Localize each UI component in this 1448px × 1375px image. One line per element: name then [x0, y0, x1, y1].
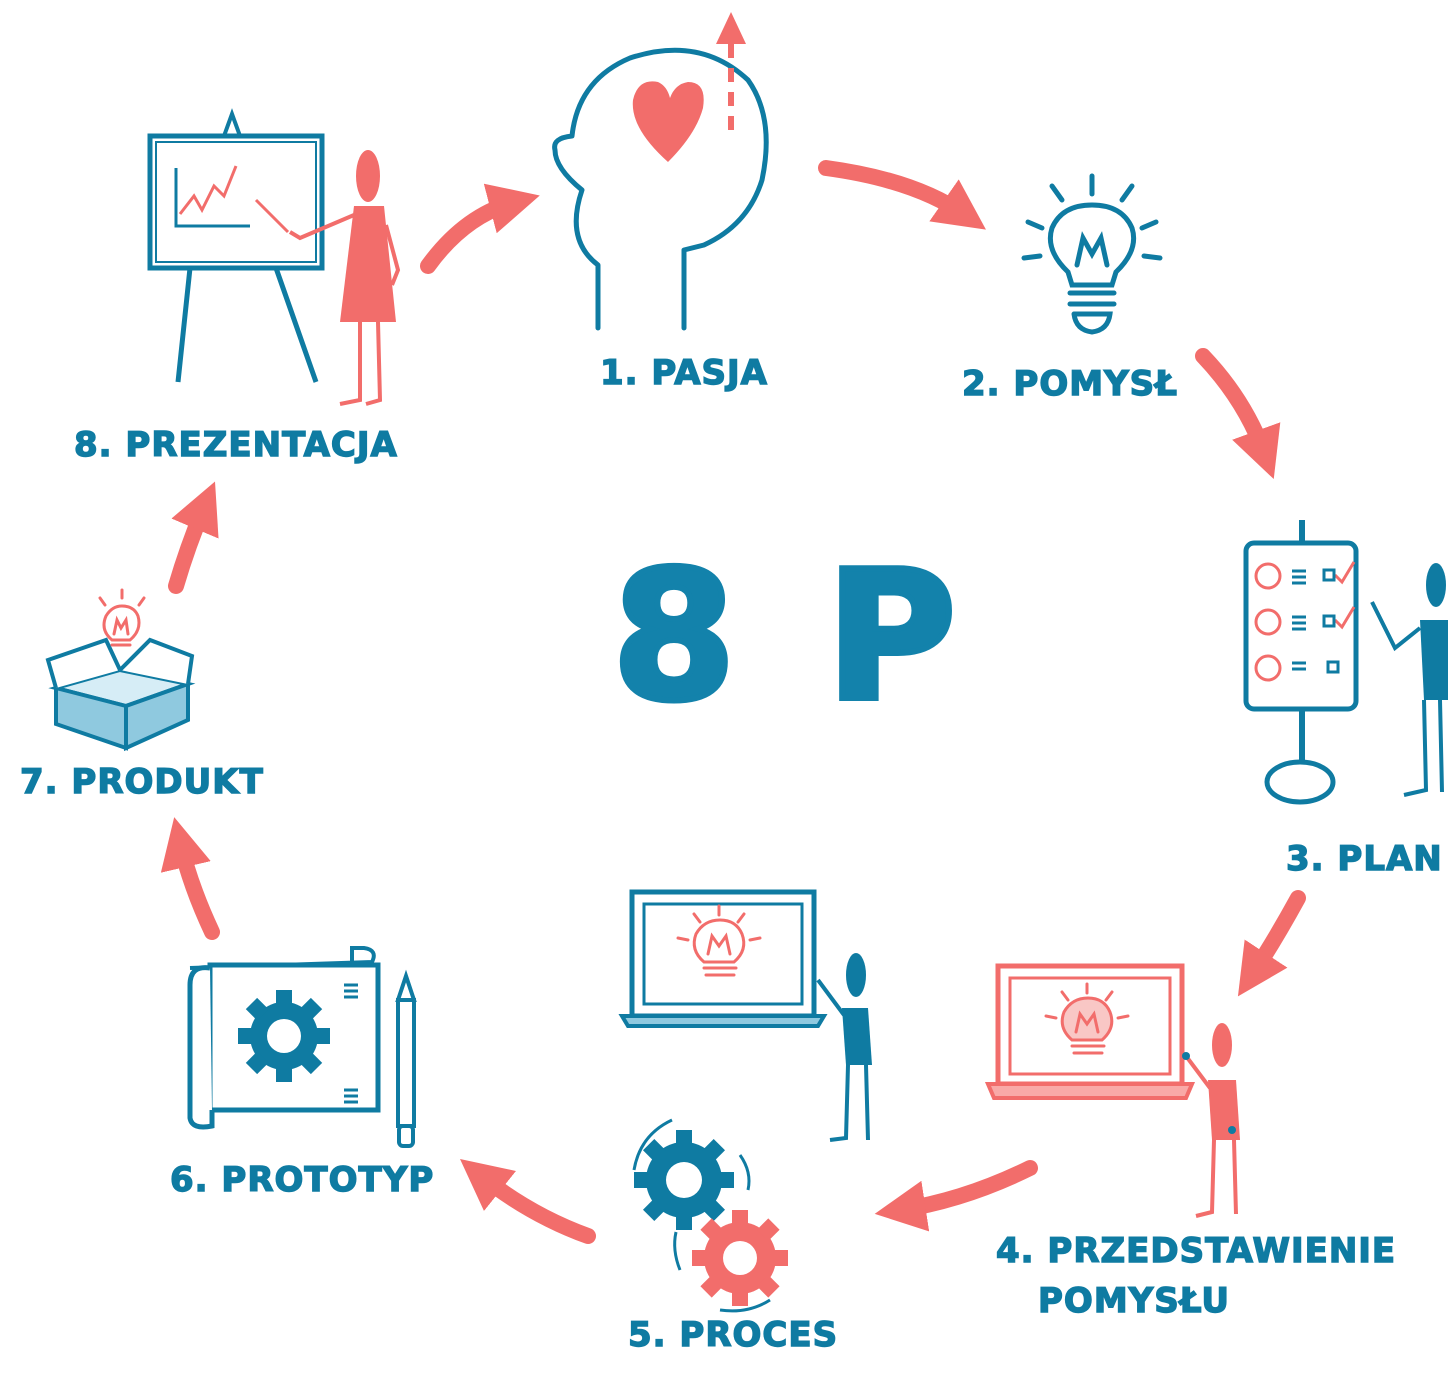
arrow-5-to-6	[460, 1159, 596, 1244]
cycle-arrows	[160, 160, 1306, 1244]
box-icon	[45, 588, 196, 752]
arrow-8-to-1	[420, 183, 540, 274]
step-label-prototyp: 6. PROTOTYP	[169, 1160, 435, 1200]
step-label-plan: 3. PLAN	[1285, 839, 1443, 879]
arrow-4-to-5	[874, 1160, 1038, 1232]
arrow-6-to-7	[160, 817, 220, 940]
arrow-2-to-3	[1195, 348, 1281, 480]
light-bulb-icon	[1021, 173, 1163, 335]
arrow-3-to-4	[1237, 890, 1306, 997]
arrow-7-to-8	[168, 481, 219, 594]
presenter-figure-plan	[1370, 563, 1448, 797]
step-label-prezentacja: 8. PREZENTACJA	[73, 425, 398, 465]
presenter-figure-blue	[816, 953, 872, 1142]
step-label-przedstawienie: 4. PRZEDSTAWIENIE	[995, 1231, 1397, 1271]
presenter-figure-coral	[288, 150, 401, 406]
laptop-pink-icon	[984, 963, 1196, 1100]
arrow-1-to-2	[818, 160, 986, 230]
step-label-pasja: 1. PASJA	[599, 353, 768, 393]
checklist-board-icon	[1243, 520, 1359, 805]
step-label-pomysl: 2. POMYSŁ	[961, 364, 1179, 404]
easel-chart-icon	[147, 108, 325, 383]
step-label-pomyslu: POMYSŁU	[1037, 1281, 1230, 1321]
laptop-blue-icon	[618, 889, 828, 1028]
blueprint-icon	[187, 946, 381, 1130]
step-label-produkt: 7. PRODUKT	[19, 762, 264, 802]
center-title: 8 P	[609, 533, 971, 740]
pencil-icon	[395, 969, 417, 1148]
head-heart-icon	[552, 12, 769, 331]
step-label-proces: 5. PROCES	[627, 1315, 839, 1355]
presenter-figure-pink	[1182, 1023, 1240, 1218]
gears-process-icon	[632, 1118, 788, 1313]
